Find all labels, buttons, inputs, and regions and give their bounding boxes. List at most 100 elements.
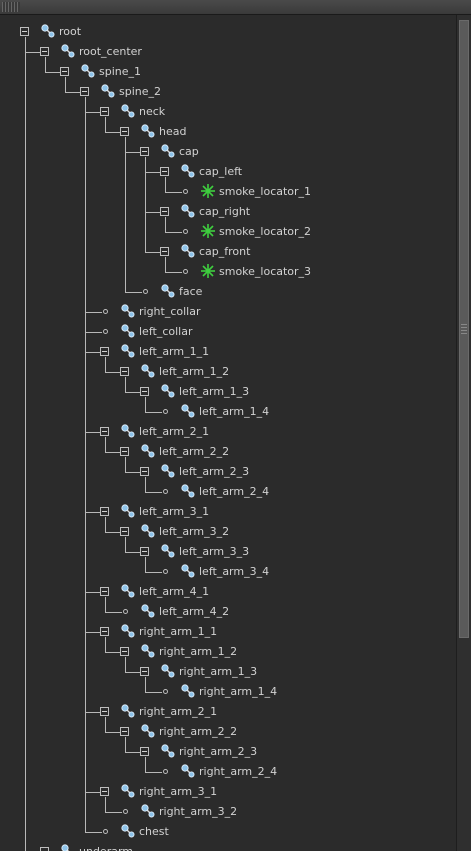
collapse-toggle-icon[interactable] xyxy=(40,847,49,851)
tree-row[interactable]: head xyxy=(0,122,456,142)
node-label[interactable]: head xyxy=(159,125,187,138)
node-label[interactable]: right_arm_1_4 xyxy=(199,685,278,698)
node-label[interactable]: chest xyxy=(139,825,169,838)
tree-row[interactable]: left_arm_1_1 xyxy=(0,342,456,362)
collapse-toggle-icon[interactable] xyxy=(120,727,129,736)
node-label[interactable]: left_arm_4_1 xyxy=(139,585,210,598)
node-label[interactable]: root xyxy=(59,25,82,38)
tree-row[interactable]: cap_front xyxy=(0,242,456,262)
tree-row[interactable]: right_arm_2_4 xyxy=(0,762,456,782)
node-label[interactable]: smoke_locator_2 xyxy=(219,225,312,238)
node-label[interactable]: right_arm_3_2 xyxy=(159,805,238,818)
collapse-toggle-icon[interactable] xyxy=(140,667,149,676)
node-label[interactable]: cap_left xyxy=(199,165,243,178)
collapse-toggle-icon[interactable] xyxy=(160,167,169,176)
tree-row[interactable]: neck xyxy=(0,102,456,122)
node-label[interactable]: right_arm_2_1 xyxy=(139,705,218,718)
collapse-toggle-icon[interactable] xyxy=(120,127,129,136)
scrollbar-thumb[interactable] xyxy=(459,20,469,638)
collapse-toggle-icon[interactable] xyxy=(100,707,109,716)
collapse-toggle-icon[interactable] xyxy=(40,47,49,56)
collapse-toggle-icon[interactable] xyxy=(160,207,169,216)
tree-row[interactable]: cap_left xyxy=(0,162,456,182)
tree-row[interactable]: left_collar xyxy=(0,322,456,342)
outliner-scrollbar[interactable] xyxy=(456,15,471,851)
node-label[interactable]: cap xyxy=(179,145,199,158)
collapse-toggle-icon[interactable] xyxy=(120,367,129,376)
node-label[interactable]: smoke_locator_3 xyxy=(219,265,312,278)
collapse-toggle-icon[interactable] xyxy=(140,747,149,756)
tree-row[interactable]: left_arm_2_3 xyxy=(0,462,456,482)
collapse-toggle-icon[interactable] xyxy=(120,447,129,456)
collapse-toggle-icon[interactable] xyxy=(120,527,129,536)
node-label[interactable]: left_arm_2_1 xyxy=(139,425,210,438)
tree-row[interactable]: left_arm_4_2 xyxy=(0,602,456,622)
node-label[interactable]: smoke_locator_1 xyxy=(219,185,312,198)
tree-row[interactable]: chest xyxy=(0,822,456,842)
tree-row[interactable]: right_arm_1_3 xyxy=(0,662,456,682)
node-label[interactable]: left_arm_1_4 xyxy=(199,405,270,418)
collapse-toggle-icon[interactable] xyxy=(160,247,169,256)
tree-row[interactable]: left_arm_3_3 xyxy=(0,542,456,562)
tree-row[interactable]: smoke_locator_1 xyxy=(0,182,456,202)
node-label[interactable]: neck xyxy=(139,105,166,118)
outliner-tree[interactable]: root root_center spine_1 spine_2 neck he… xyxy=(0,15,456,851)
node-label[interactable]: left_arm_1_1 xyxy=(139,345,210,358)
tree-row[interactable]: right_arm_3_1 xyxy=(0,782,456,802)
collapse-toggle-icon[interactable] xyxy=(60,67,69,76)
tree-row[interactable]: left_arm_1_3 xyxy=(0,382,456,402)
collapse-toggle-icon[interactable] xyxy=(100,427,109,436)
collapse-toggle-icon[interactable] xyxy=(100,347,109,356)
node-label[interactable]: left_arm_3_3 xyxy=(179,545,250,558)
node-label[interactable]: right_arm_1_2 xyxy=(159,645,238,658)
tree-row[interactable]: left_arm_2_1 xyxy=(0,422,456,442)
tree-row[interactable]: underarm xyxy=(0,842,456,851)
node-label[interactable]: right_arm_3_1 xyxy=(139,785,218,798)
node-label[interactable]: cap_right xyxy=(199,205,251,218)
node-label[interactable]: right_arm_1_1 xyxy=(139,625,218,638)
node-label[interactable]: left_arm_1_2 xyxy=(159,365,230,378)
node-label[interactable]: right_collar xyxy=(139,305,201,318)
node-label[interactable]: left_arm_3_2 xyxy=(159,525,230,538)
tree-row[interactable]: root_center xyxy=(0,42,456,62)
tree-row[interactable]: left_arm_3_1 xyxy=(0,502,456,522)
collapse-toggle-icon[interactable] xyxy=(140,467,149,476)
node-label[interactable]: left_collar xyxy=(139,325,193,338)
collapse-toggle-icon[interactable] xyxy=(100,627,109,636)
tree-row[interactable]: right_arm_1_2 xyxy=(0,642,456,662)
tree-row[interactable]: left_arm_4_1 xyxy=(0,582,456,602)
tree-row[interactable]: left_arm_2_2 xyxy=(0,442,456,462)
node-label[interactable]: spine_2 xyxy=(119,85,162,98)
tree-row[interactable]: right_arm_2_1 xyxy=(0,702,456,722)
node-label[interactable]: left_arm_4_2 xyxy=(159,605,230,618)
collapse-toggle-icon[interactable] xyxy=(140,147,149,156)
tree-row[interactable]: left_arm_2_4 xyxy=(0,482,456,502)
node-label[interactable]: left_arm_2_4 xyxy=(199,485,270,498)
collapse-toggle-icon[interactable] xyxy=(80,87,89,96)
node-label[interactable]: right_arm_2_2 xyxy=(159,725,238,738)
collapse-toggle-icon[interactable] xyxy=(140,387,149,396)
tree-row[interactable]: right_collar xyxy=(0,302,456,322)
node-label[interactable]: spine_1 xyxy=(99,65,142,78)
tree-row[interactable]: right_arm_1_4 xyxy=(0,682,456,702)
collapse-toggle-icon[interactable] xyxy=(100,507,109,516)
tree-row[interactable]: right_arm_3_2 xyxy=(0,802,456,822)
panel-gripper-icon[interactable] xyxy=(2,2,20,12)
node-label[interactable]: right_arm_2_4 xyxy=(199,765,278,778)
tree-row[interactable]: spine_1 xyxy=(0,62,456,82)
tree-row[interactable]: left_arm_3_4 xyxy=(0,562,456,582)
collapse-toggle-icon[interactable] xyxy=(20,27,29,36)
tree-row[interactable]: smoke_locator_3 xyxy=(0,262,456,282)
tree-row[interactable]: right_arm_2_3 xyxy=(0,742,456,762)
tree-row[interactable]: left_arm_1_2 xyxy=(0,362,456,382)
node-label[interactable]: left_arm_3_1 xyxy=(139,505,210,518)
node-label[interactable]: cap_front xyxy=(199,245,251,258)
node-label[interactable]: root_center xyxy=(79,45,142,58)
node-label[interactable]: underarm xyxy=(79,842,133,851)
collapse-toggle-icon[interactable] xyxy=(100,787,109,796)
collapse-toggle-icon[interactable] xyxy=(100,587,109,596)
node-label[interactable]: right_arm_2_3 xyxy=(179,745,258,758)
tree-row[interactable]: smoke_locator_2 xyxy=(0,222,456,242)
node-label[interactable]: left_arm_1_3 xyxy=(179,385,250,398)
node-label[interactable]: right_arm_1_3 xyxy=(179,665,258,678)
